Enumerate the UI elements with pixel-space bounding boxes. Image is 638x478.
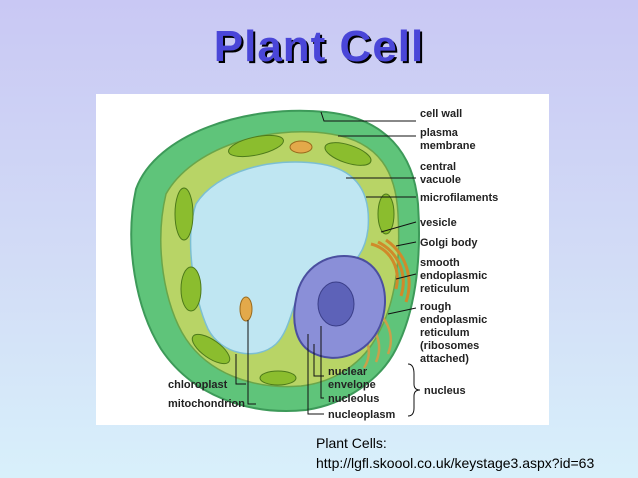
label-rer-3: reticulum — [420, 327, 470, 339]
label-rer-4: (ribosomes — [420, 340, 479, 352]
label-ser-2: endoplasmic — [420, 270, 487, 282]
slide-title: Plant Cell — [213, 22, 425, 71]
label-ser-1: smooth — [420, 257, 460, 269]
chloroplast-6 — [377, 193, 395, 235]
label-plasma-2: membrane — [420, 140, 476, 152]
leader-mitochondrion — [247, 320, 256, 405]
label-nucleoplasm: nucleoplasm — [328, 409, 395, 421]
label-ser-3: reticulum — [420, 283, 470, 295]
leader-chloroplast — [235, 354, 246, 385]
leader-nucleolus — [320, 326, 324, 399]
golgi-body-shape — [370, 238, 411, 303]
leader-cell-wall — [320, 111, 416, 122]
label-rer-5: attached) — [420, 353, 469, 365]
label-mitochondrion: mitochondrion — [168, 398, 245, 410]
label-plasma-1: plasma — [420, 127, 459, 139]
nucleus-brace — [407, 363, 421, 417]
chloroplast-1 — [228, 134, 284, 158]
leader-vesicle — [380, 221, 417, 233]
plant-cell-illustration: cell wall plasma membrane central vacuol… — [130, 108, 498, 421]
label-cell-wall: cell wall — [420, 108, 462, 120]
label-vacuole-2: vacuole — [420, 174, 461, 186]
mitochondrion-shape — [289, 140, 313, 154]
label-nucleus: nucleus — [424, 385, 466, 397]
chloroplast-7 — [259, 370, 297, 386]
plant-cell-diagram: cell wall plasma membrane central vacuol… — [96, 94, 549, 425]
label-rer-2: endoplasmic — [420, 314, 487, 326]
chloroplast-3 — [174, 187, 194, 241]
leader-ser — [395, 273, 417, 280]
mitochondrion-shape-2 — [239, 296, 253, 322]
label-rer-1: rough — [420, 301, 451, 313]
label-vesicle: vesicle — [420, 217, 457, 229]
nucleolus-shape — [317, 281, 355, 327]
label-vacuole-1: central — [420, 161, 456, 173]
label-microfilaments: microfilaments — [420, 192, 498, 204]
label-golgi: Golgi body — [420, 237, 478, 249]
leader-golgi — [395, 241, 417, 247]
label-envelope-1: nuclear — [328, 366, 368, 378]
label-chloroplast: chloroplast — [168, 379, 228, 391]
leader-rer — [387, 307, 417, 315]
label-envelope-2: envelope — [328, 379, 376, 391]
caption-url: http://lgfl.skoool.co.uk/keystage3.aspx?… — [316, 455, 595, 471]
leader-nucleoplasm — [307, 334, 324, 415]
chloroplast-5 — [191, 333, 231, 365]
chloroplast-4 — [180, 266, 202, 312]
chloroplast-2 — [324, 142, 372, 166]
caption-line-1: Plant Cells: — [316, 435, 387, 451]
source-caption: Plant Cells: http://lgfl.skoool.co.uk/ke… — [316, 433, 638, 473]
label-nucleolus: nucleolus — [328, 393, 379, 405]
